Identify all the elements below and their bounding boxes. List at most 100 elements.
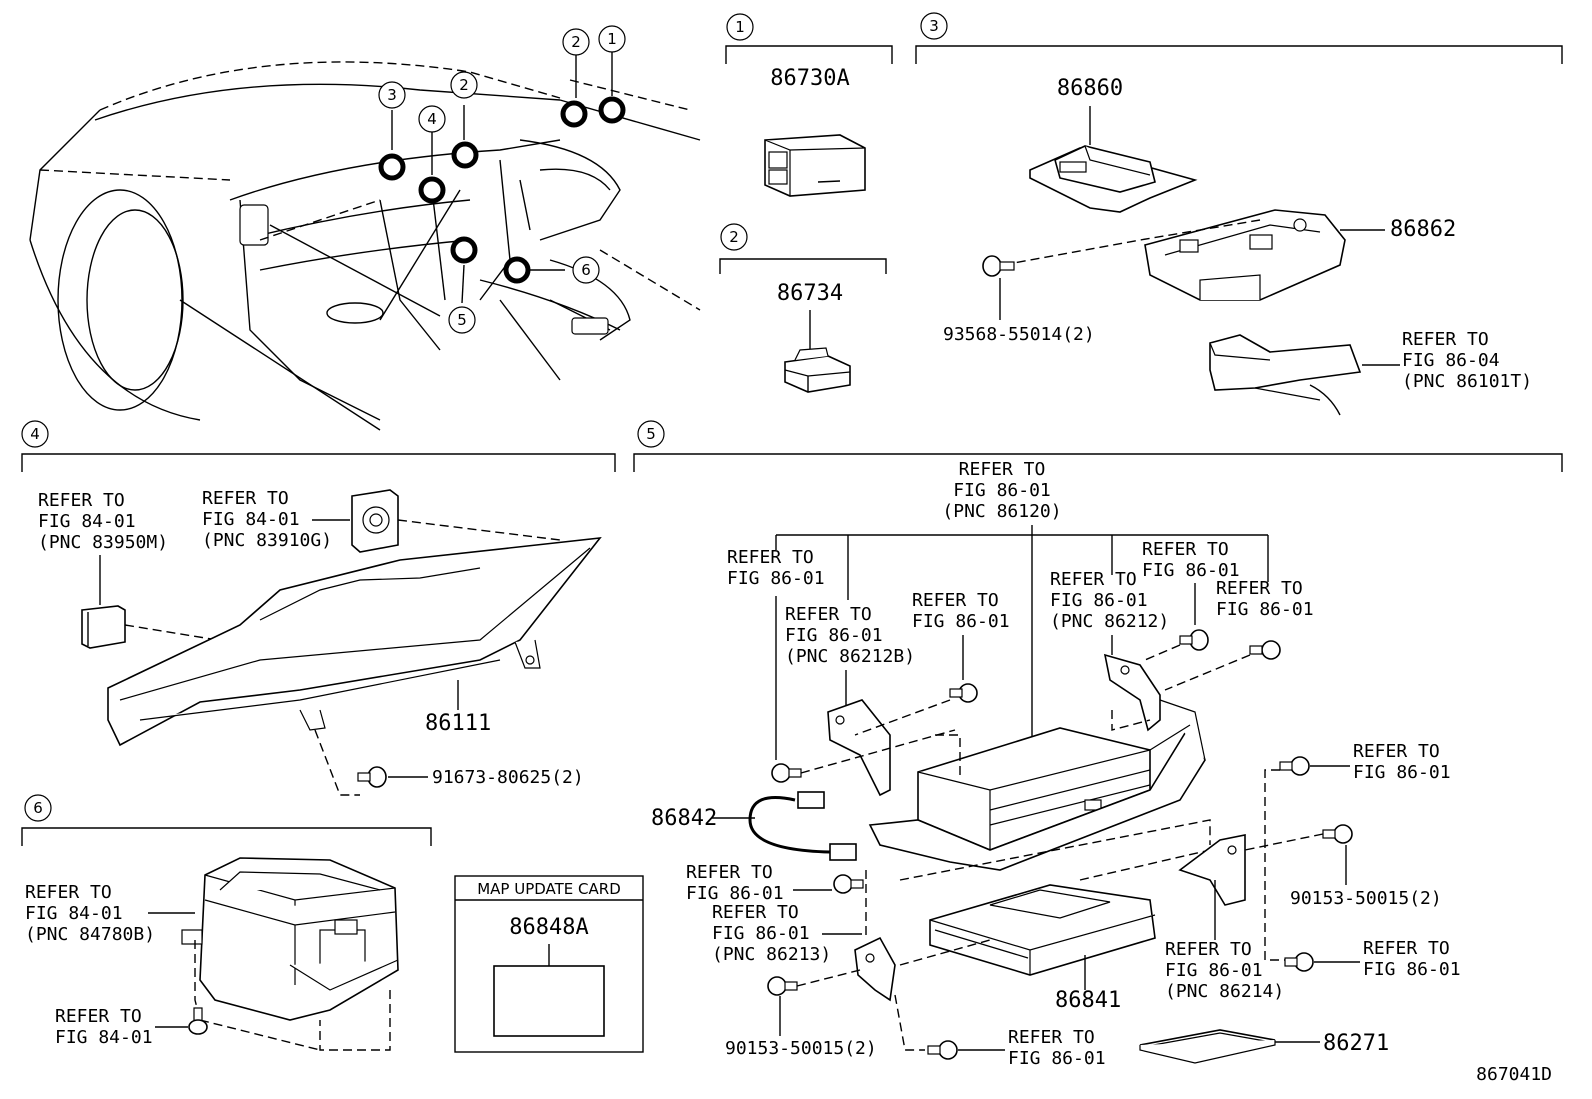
diagram-label: 5 xyxy=(457,311,467,329)
bolt-l1 xyxy=(771,763,802,783)
diagram-label: 4 xyxy=(30,425,40,443)
bracket-86212 xyxy=(1103,653,1161,732)
diagram-label: 1 xyxy=(607,30,617,48)
overview-callout-3: 3 xyxy=(378,81,406,109)
part-86271: 86271 xyxy=(1323,1031,1389,1056)
diagram-label: 3 xyxy=(387,86,397,104)
diagram-label: 6 xyxy=(33,799,43,817)
bolt-90153-b-label: 90153-50015(2) xyxy=(1290,888,1442,909)
part-86860: 86860 xyxy=(1057,76,1123,101)
tray-86120 xyxy=(868,699,1206,871)
part-86862: 86862 xyxy=(1390,217,1456,242)
diagram-label: REFER TO xyxy=(1363,938,1450,959)
overview-callout-1: 1 xyxy=(598,25,626,53)
bolt-84-01 xyxy=(188,1007,208,1035)
part-86730A: 86730A xyxy=(770,66,849,91)
marker-1 xyxy=(598,96,626,124)
diagram-label: REFER TO xyxy=(912,590,999,611)
diagram-label: (PNC 86212) xyxy=(1050,611,1169,632)
diagram-label: FIG 86-01 xyxy=(1363,959,1461,980)
diagram-label: REFER TO xyxy=(1165,939,1252,960)
diagram-label: (PNC 86214) xyxy=(1165,981,1284,1002)
marker-2a xyxy=(451,141,479,169)
marker-3 xyxy=(378,153,406,181)
marker-2b xyxy=(560,100,588,128)
diagram-label: 4 xyxy=(427,110,437,128)
diagram-label: (PNC 86213) xyxy=(712,944,831,965)
diagram-label: REFER TO xyxy=(727,547,814,568)
diagram-label: FIG 84-01 xyxy=(55,1027,153,1048)
part-86111: 86111 xyxy=(425,711,491,736)
section-3: 3 86860 86862 93568-55014(2) xyxy=(915,12,1563,416)
marker-4 xyxy=(418,176,446,204)
diagram-label: REFER TO xyxy=(1008,1027,1095,1048)
diagram-label: FIG 86-01 xyxy=(1050,590,1148,611)
diagram-label: FIG 86-01 xyxy=(953,480,1051,501)
section-2: 2 86734 xyxy=(719,223,887,393)
diagram-label: REFER TO xyxy=(55,1006,142,1027)
marker-5 xyxy=(450,236,478,264)
bolt-90153-b xyxy=(1322,824,1353,844)
diagram-label: REFER TO xyxy=(1050,569,1137,590)
diagram-label: FIG 86-01 xyxy=(686,883,784,904)
card-86271 xyxy=(1139,1029,1276,1064)
overview-callout-6: 6 xyxy=(572,256,600,284)
diagram-label: REFER TO xyxy=(1142,539,1229,560)
diagram-label: FIG 86-01 xyxy=(1353,762,1451,783)
diagram-label: (PNC 83950M) xyxy=(38,532,168,553)
switch-83950M xyxy=(81,605,126,649)
bolt-r3 xyxy=(1249,640,1281,660)
diagram-label: FIG 86-01 xyxy=(1142,560,1240,581)
map-update-card-box: MAP UPDATE CARD 86848A xyxy=(454,875,644,1053)
diagram-label: REFER TO xyxy=(785,604,872,625)
cluster-86111 xyxy=(107,536,602,747)
diagram-label: (PNC 86120) xyxy=(942,501,1061,522)
bracket-86862 xyxy=(1144,209,1346,301)
bolt-91673 xyxy=(357,766,387,788)
diagram-label: (PNC 83910G) xyxy=(202,530,332,551)
diagram-label: 3 xyxy=(929,17,939,35)
overview-callout-2b: 2 xyxy=(562,28,590,56)
diagram-label: 6 xyxy=(581,261,591,279)
bolt-b3 xyxy=(927,1040,958,1060)
bolt-b1 xyxy=(833,874,864,894)
diagram-label: FIG 86-01 xyxy=(1165,960,1263,981)
vehicle-overview: 3 4 2 2 1 5 6 xyxy=(29,25,701,431)
diagram-label: REFER TO xyxy=(38,490,125,511)
diagram-label: FIG 84-01 xyxy=(202,509,300,530)
unit-86841 xyxy=(929,884,1156,976)
section-5: 5 REFER TO FIG 86-01 (PNC 86120) REFER T… xyxy=(633,420,1563,1069)
overview-callout-2a: 2 xyxy=(450,71,478,99)
diagram-label: REFER TO xyxy=(202,488,289,509)
bracket-86213 xyxy=(854,936,896,1002)
diagram-label: REFER TO xyxy=(712,902,799,923)
bolt-r2 xyxy=(1179,629,1209,651)
diagram-label: REFER TO xyxy=(1353,741,1440,762)
part-86734: 86734 xyxy=(777,281,843,306)
diagram-label: 2 xyxy=(729,228,739,246)
bolt-93568-label: 93568-55014(2) xyxy=(943,324,1095,345)
unit-86120 xyxy=(917,727,1151,851)
relay-part xyxy=(764,134,866,197)
diagram-label: 2 xyxy=(571,33,581,51)
diagram-label: (PNC 86212B) xyxy=(785,646,915,667)
diagram-label: REFER TO xyxy=(686,862,773,883)
bolt-90153-a xyxy=(767,976,798,996)
diagram-label: FIG 86-01 xyxy=(712,923,810,944)
diagram-label: (PNC 86101T) xyxy=(1402,371,1532,392)
unit-84780B xyxy=(181,857,399,1021)
overview-callout-5: 5 xyxy=(448,306,476,334)
diagram-label: REFER TO xyxy=(1402,329,1489,350)
bolt-93568 xyxy=(982,255,1015,277)
diagram-label: 2 xyxy=(459,76,469,94)
switch-83910G xyxy=(351,489,399,553)
bolt-90153-a-label: 90153-50015(2) xyxy=(725,1038,877,1059)
diagram-label: 1 xyxy=(735,18,745,36)
diagram-label: FIG 86-01 xyxy=(912,611,1010,632)
diagram-label: FIG 84-01 xyxy=(25,903,123,924)
diagram-label: FIG 86-01 xyxy=(727,568,825,589)
bracket-86212B xyxy=(827,699,891,797)
map-update-card-title: MAP UPDATE CARD xyxy=(477,880,621,898)
